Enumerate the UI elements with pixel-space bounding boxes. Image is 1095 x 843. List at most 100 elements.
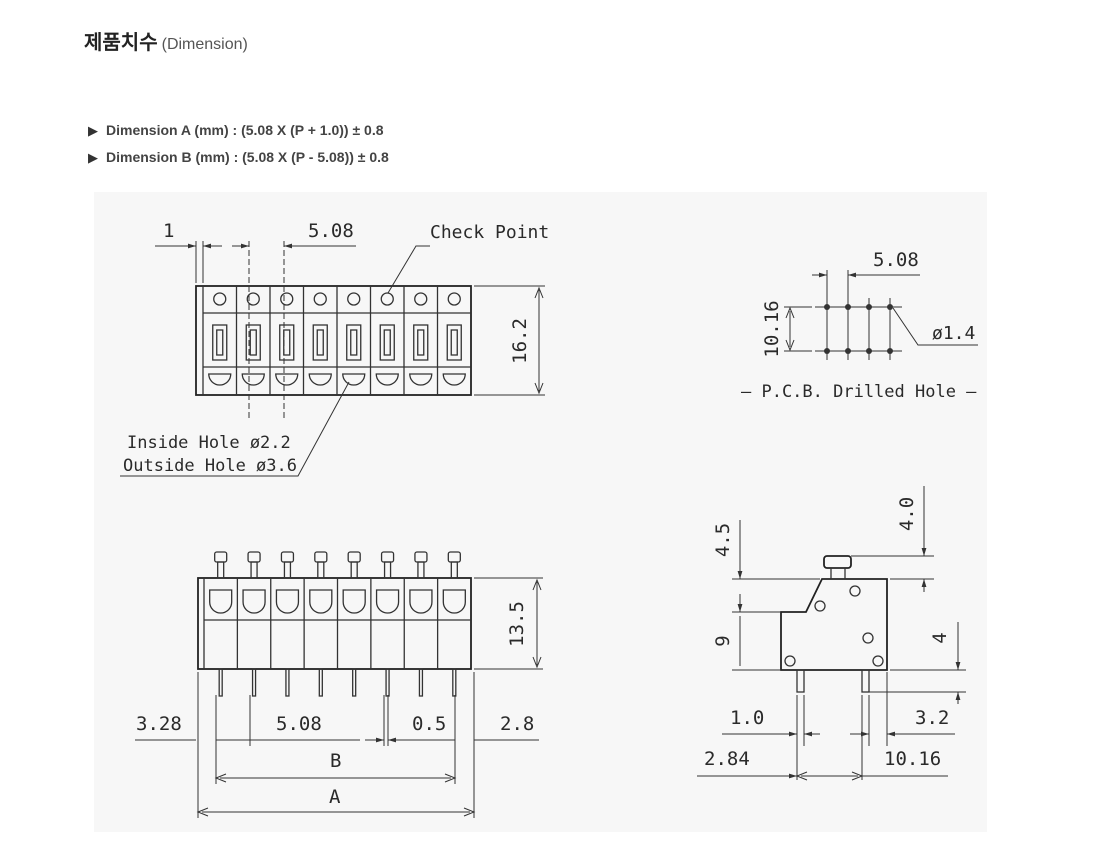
check-point-circle [280, 292, 294, 306]
actuator-head [447, 551, 461, 563]
hole-leader [120, 381, 350, 477]
wire-entry [375, 589, 400, 614]
check-point-circle [380, 292, 394, 306]
page-title-text: 제품치수 [84, 32, 158, 54]
dim-1-label: 1 [163, 220, 174, 242]
side-view-hole [872, 655, 884, 667]
wire-entry [442, 373, 466, 386]
dim-3-2-label: 3.2 [915, 707, 949, 729]
pcb-hole-view: 5.08 10.16 ø1.4 — P.C.B. Drilled Hole — [741, 249, 978, 402]
side-view-hole [784, 655, 796, 667]
top-view: 1 5.08 Check Point 16.2 Inside Hole ø2.2… [120, 220, 549, 477]
wire-entry [342, 589, 366, 614]
top-view-cells [208, 286, 466, 395]
check-point-circle [347, 292, 361, 306]
slider-knob [350, 329, 358, 356]
dimension-arrowheads [785, 306, 795, 352]
front-view-cells [209, 551, 466, 697]
slider-window [245, 324, 261, 361]
hole-dia-leader [892, 307, 978, 346]
actuator-stem [250, 561, 258, 579]
page-title: 제품치수(Dimension) [84, 26, 248, 55]
slider-knob [316, 329, 324, 356]
side-view: 4.5 9 4.0 4 1.0 3.2 2.84 10.16 [697, 486, 966, 781]
pcb-caption: — P.C.B. Drilled Hole — [741, 382, 977, 402]
left-offset-label: 3.28 [136, 713, 182, 735]
slider-knob [249, 329, 257, 356]
dim-1-0-label: 1.0 [730, 707, 764, 729]
actuator-stem [450, 561, 458, 579]
label-a: A [329, 786, 341, 808]
wire-entry [275, 373, 299, 386]
pin [251, 668, 257, 697]
side-view-body-outline [780, 578, 888, 671]
dimension-arrowheads [532, 578, 542, 669]
dimension-b-text: Dimension B (mm) : (5.08 X (P - 5.08)) ±… [106, 149, 389, 165]
dim-4-0-label: 4.0 [896, 497, 918, 531]
dim-4-5-label: 4.5 [712, 523, 734, 557]
check-point-label: Check Point [430, 222, 549, 243]
actuator-head [280, 551, 295, 563]
dim-4-label: 4 [929, 632, 951, 643]
slider-knob [283, 329, 291, 356]
front-pitch-label: 5.08 [276, 713, 322, 735]
pin [285, 668, 290, 697]
actuator-stem [383, 561, 392, 579]
top-pitch-label: 5.08 [308, 220, 354, 242]
front-view-body-outline [197, 577, 472, 670]
actuator-head [414, 551, 428, 563]
side-view-actuator [823, 555, 852, 569]
dim-10-16-label: 10.16 [884, 748, 941, 770]
actuator-stem [350, 561, 358, 579]
pcb-row-spacing-label: 10.16 [761, 300, 783, 357]
dimension-drawing-panel [94, 192, 987, 832]
check-point-circle [246, 292, 260, 306]
actuator-head [380, 551, 395, 563]
wire-entry [308, 373, 332, 386]
side-view-hole [849, 585, 861, 597]
slider-window [279, 324, 295, 361]
actuator-stem [317, 561, 325, 579]
slider-window [413, 324, 429, 361]
side-view-hole [862, 632, 874, 644]
wire-entry [409, 589, 433, 614]
pin [385, 668, 390, 697]
actuator-head [314, 551, 328, 563]
dimension-formula-list: ▶Dimension A (mm) : (5.08 X (P + 1.0)) ±… [88, 120, 389, 174]
slider-window [212, 324, 228, 361]
wire-entry [275, 589, 300, 614]
slider-knob [417, 329, 425, 356]
check-point-circle [313, 292, 327, 306]
front-height-label: 13.5 [506, 601, 528, 647]
side-view-actuator-stem [830, 567, 846, 580]
wire-entry [409, 373, 433, 386]
slider-window [346, 324, 362, 361]
pin [352, 668, 357, 697]
label-b: B [330, 750, 341, 772]
slider-knob [216, 329, 224, 356]
dimension-arrowheads [196, 807, 476, 817]
actuator-stem [417, 561, 425, 579]
slider-knob [383, 329, 391, 356]
inside-hole-label: Inside Hole ø2.2 [127, 433, 291, 453]
slider-window [446, 324, 462, 361]
dim-2-84-label: 2.84 [704, 748, 750, 770]
actuator-head [214, 551, 228, 563]
dimension-arrowheads [214, 773, 457, 783]
actuator-stem [217, 561, 225, 579]
pin [318, 668, 323, 697]
dimension-arrowheads [534, 286, 544, 395]
pcb-hole-dia-label: ø1.4 [932, 323, 975, 344]
wire-entry [375, 373, 399, 386]
check-point-leader [387, 245, 430, 294]
outside-hole-label: Outside Hole ø3.6 [123, 456, 297, 476]
actuator-head [347, 551, 361, 563]
dimension-a-text: Dimension A (mm) : (5.08 X (P + 1.0)) ± … [106, 122, 384, 138]
pin [218, 668, 223, 697]
slider-window [312, 324, 328, 361]
right-offset-label: 2.8 [500, 713, 534, 735]
pcb-pitch-label: 5.08 [873, 249, 919, 271]
pcb-hole-pattern [824, 298, 893, 360]
pin [452, 668, 457, 697]
